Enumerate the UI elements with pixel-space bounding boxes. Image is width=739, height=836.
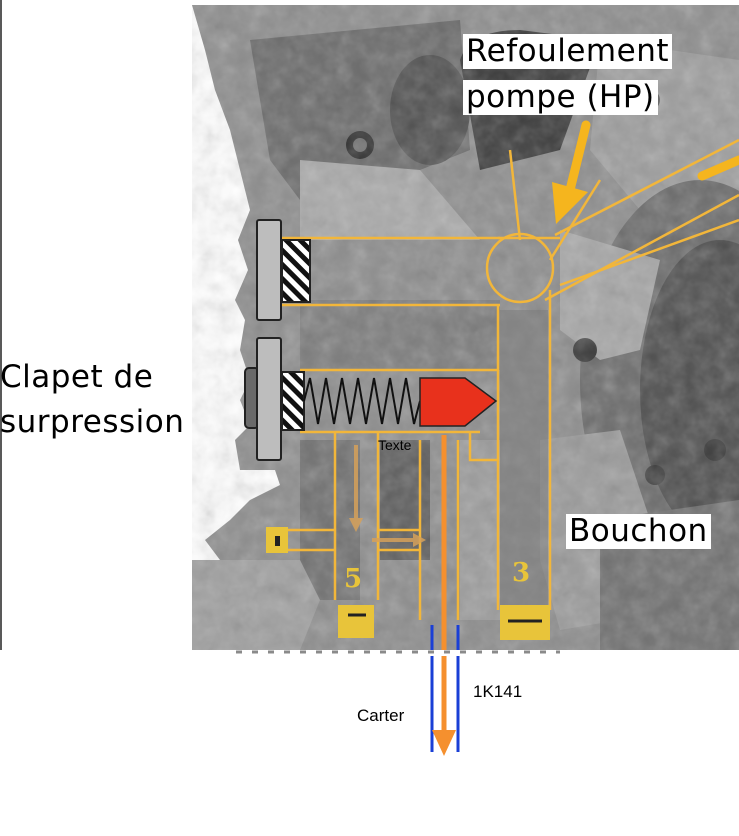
marker-plug-5	[338, 605, 374, 638]
label-bouchon: Bouchon	[566, 514, 711, 549]
refoulement-arrow	[552, 120, 739, 224]
inlet-circle	[485, 232, 555, 304]
marker-number-3: 3	[512, 558, 531, 588]
valve-piston	[419, 377, 498, 427]
main-flow-arrow	[432, 435, 456, 756]
carter-pipe	[430, 625, 460, 752]
faded-flow-arrows	[349, 445, 426, 547]
label-clapet-line2: surpression	[0, 404, 185, 440]
label-clapet-line1: Clapet de	[0, 359, 154, 395]
marker-number-5: 5	[344, 564, 363, 594]
valve-plug	[244, 337, 305, 461]
upper-plug	[256, 219, 311, 321]
marker-plug-3	[500, 605, 550, 640]
spring	[303, 377, 421, 425]
label-code: 1K141	[473, 682, 523, 701]
label-refoulement-line1: Refoulement	[463, 34, 673, 69]
label-refoulement-line2: pompe (HP)	[463, 80, 658, 115]
label-texte: Texte	[378, 437, 412, 453]
vertical-channel-fill	[500, 310, 548, 610]
oil-passages	[270, 138, 739, 620]
label-carter: Carter	[357, 706, 405, 725]
